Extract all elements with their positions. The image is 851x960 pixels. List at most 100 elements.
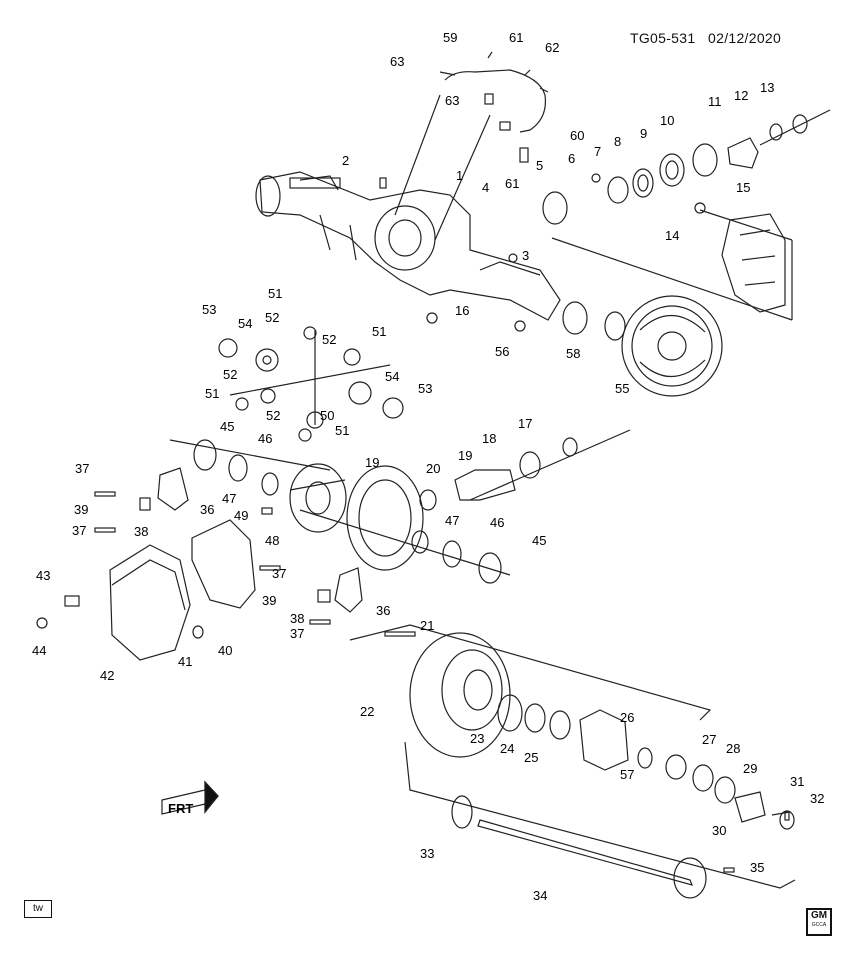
tw-badge: tw xyxy=(24,900,52,918)
callout-46b: 46 xyxy=(490,515,504,530)
callout-57: 57 xyxy=(620,767,634,782)
callout-61b: 61 xyxy=(505,176,519,191)
callout-5: 5 xyxy=(536,158,543,173)
callout-30: 30 xyxy=(712,823,726,838)
callout-25: 25 xyxy=(524,750,538,765)
callout-44: 44 xyxy=(32,643,46,658)
callout-61a: 61 xyxy=(509,30,523,45)
callout-40: 40 xyxy=(218,643,232,658)
axle-bearing xyxy=(542,191,626,341)
front-direction-arrow xyxy=(161,780,219,815)
gm-logo-subtext: GCCA xyxy=(811,922,827,928)
callout-11: 11 xyxy=(708,94,722,109)
callout-28: 28 xyxy=(726,741,740,756)
fasteners xyxy=(36,173,790,873)
callout-62: 62 xyxy=(545,40,559,55)
callout-17: 17 xyxy=(518,416,532,431)
callout-37a: 37 xyxy=(75,461,89,476)
callout-52b: 52 xyxy=(322,332,336,347)
callout-39a: 39 xyxy=(74,502,88,517)
callout-4: 4 xyxy=(482,180,489,195)
callout-58: 58 xyxy=(566,346,580,361)
callout-16: 16 xyxy=(455,303,469,318)
callout-53b: 53 xyxy=(418,381,432,396)
callout-51d: 51 xyxy=(335,423,349,438)
bearing-cap-upper xyxy=(139,467,189,511)
callout-52d: 52 xyxy=(266,408,280,423)
carrier-bearings-right xyxy=(299,509,511,584)
brake-rotor xyxy=(349,624,712,758)
callout-9: 9 xyxy=(640,126,647,141)
callout-7: 7 xyxy=(594,144,601,159)
callout-14: 14 xyxy=(665,228,679,243)
callout-22: 22 xyxy=(360,704,374,719)
callout-37d: 37 xyxy=(290,626,304,641)
callout-63b: 63 xyxy=(445,93,459,108)
callout-34: 34 xyxy=(533,888,547,903)
callout-15: 15 xyxy=(736,180,750,195)
callout-55: 55 xyxy=(615,381,629,396)
brake-backing-plate xyxy=(621,295,723,397)
callout-49: 49 xyxy=(234,508,248,523)
callout-38a: 38 xyxy=(134,524,148,539)
gm-logo-text: GM xyxy=(810,910,828,921)
callout-37b: 37 xyxy=(72,523,86,538)
callout-35: 35 xyxy=(750,860,764,875)
differential-cover xyxy=(109,544,191,661)
callout-51b: 51 xyxy=(372,324,386,339)
callout-36b: 36 xyxy=(376,603,390,618)
fill-plug xyxy=(192,625,204,639)
callout-21: 21 xyxy=(420,618,434,633)
bearing-cap-lower xyxy=(317,567,363,613)
cover-gasket xyxy=(191,519,256,609)
callout-1: 1 xyxy=(456,168,463,183)
callout-36a: 36 xyxy=(200,502,214,517)
callout-52a: 52 xyxy=(265,310,279,325)
diagram-code: TG05-531 xyxy=(630,30,696,46)
callout-13: 13 xyxy=(760,80,774,95)
callout-45b: 45 xyxy=(532,533,546,548)
callout-20: 20 xyxy=(426,461,440,476)
callout-29: 29 xyxy=(743,761,757,776)
callout-59: 59 xyxy=(443,30,457,45)
callout-3: 3 xyxy=(522,248,529,263)
callout-41: 41 xyxy=(178,654,192,669)
callout-53a: 53 xyxy=(202,302,216,317)
frt-label: FRT xyxy=(168,801,193,816)
callout-38b: 38 xyxy=(290,611,304,626)
callout-56: 56 xyxy=(495,344,509,359)
callout-18: 18 xyxy=(482,431,496,446)
callout-6: 6 xyxy=(568,151,575,166)
outer-bearings-chain xyxy=(607,109,831,204)
callout-labels: 1 2 3 4 5 6 7 8 9 10 11 12 13 14 15 16 1… xyxy=(32,30,824,903)
callout-32: 32 xyxy=(810,791,824,806)
callout-42: 42 xyxy=(100,668,114,683)
callout-51c: 51 xyxy=(205,386,219,401)
callout-19b: 19 xyxy=(458,448,472,463)
callout-60: 60 xyxy=(570,128,584,143)
diagram-date: 02/12/2020 xyxy=(708,30,782,46)
callout-26: 26 xyxy=(620,710,634,725)
callout-12: 12 xyxy=(734,88,748,103)
callout-2: 2 xyxy=(342,153,349,168)
callout-52c: 52 xyxy=(223,367,237,382)
wiring-harness xyxy=(394,51,549,241)
callout-39b: 39 xyxy=(262,593,276,608)
callout-31: 31 xyxy=(790,774,804,789)
callout-24: 24 xyxy=(500,741,514,756)
callout-46a: 46 xyxy=(258,431,272,446)
callout-37c: 37 xyxy=(272,566,286,581)
ring-gear xyxy=(346,465,424,571)
callout-54a: 54 xyxy=(238,316,252,331)
differential-case xyxy=(289,463,347,533)
drive-pinion xyxy=(419,429,631,511)
axle-housing xyxy=(255,171,561,321)
callout-50: 50 xyxy=(320,408,334,423)
callout-51a: 51 xyxy=(268,286,282,301)
callout-54b: 54 xyxy=(385,369,399,384)
callout-48: 48 xyxy=(265,533,279,548)
callout-47b: 47 xyxy=(445,513,459,528)
carrier-bearings-left xyxy=(169,439,331,496)
callout-27: 27 xyxy=(702,732,716,747)
